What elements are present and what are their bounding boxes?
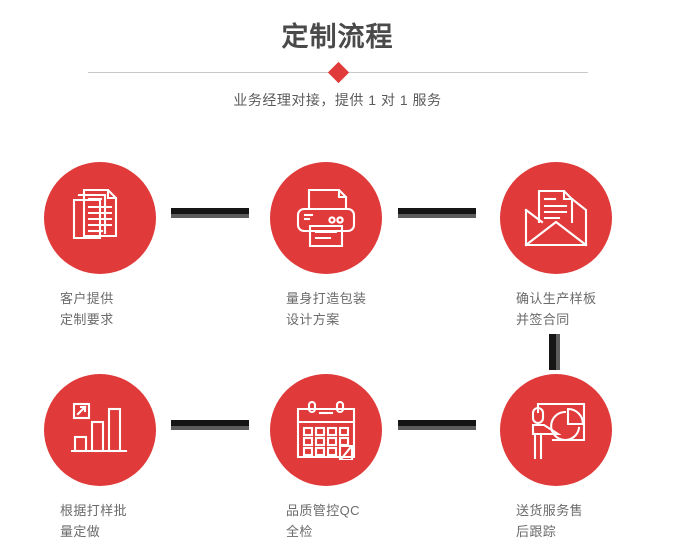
step-item-3[interactable]: 确认生产样板 并签合同 [500, 162, 675, 330]
step-2-circle[interactable] [270, 162, 382, 274]
step-3-circle[interactable] [500, 162, 612, 274]
step-1-circle[interactable] [44, 162, 156, 274]
title-divider [88, 61, 588, 84]
step-item-4[interactable]: 根据打样批 量定做 [44, 374, 224, 542]
page-subtitle: 业务经理对接，提供 1 对 1 服务 [233, 92, 442, 108]
step-item-2[interactable]: 量身打造包装 设计方案 [270, 162, 450, 330]
connector-bar-gray [171, 426, 249, 430]
step-item-1[interactable]: 客户提供 定制要求 [44, 162, 224, 330]
page-header: 定制流程 业务经理对接，提供 1 对 1 服务 [0, 0, 675, 140]
connector-bar-gray [398, 214, 476, 218]
connector-bar-dark [549, 334, 556, 370]
page-title: 定制流程 [281, 22, 394, 52]
step-item-5[interactable]: 品质管控QC 全检 [270, 374, 450, 542]
step-6-circle[interactable] [500, 374, 612, 486]
connector-bar-dark [171, 420, 249, 426]
connector-step4-step5 [171, 420, 249, 430]
step-5-circle[interactable] [270, 374, 382, 486]
diamond-icon [327, 61, 350, 84]
connector-bar-gray [556, 334, 560, 370]
step-5-label: 品质管控QC 全检 [286, 503, 360, 539]
step-item-6[interactable]: 送货服务售 后跟踪 [500, 374, 675, 542]
step-1-label: 客户提供 定制要求 [60, 291, 114, 327]
connector-bar-dark [398, 420, 476, 426]
connector-step3-step6 [549, 334, 560, 370]
step-3-label: 确认生产样板 并签合同 [516, 291, 597, 327]
connector-bar-gray [171, 214, 249, 218]
step-4-circle[interactable] [44, 374, 156, 486]
connector-bar-dark [398, 208, 476, 214]
connector-bar-gray [398, 426, 476, 430]
connector-bar-dark [171, 208, 249, 214]
step-2-label: 量身打造包装 设计方案 [286, 291, 367, 327]
step-6-label: 送货服务售 后跟踪 [516, 503, 584, 539]
connector-step2-step3 [398, 208, 476, 218]
connector-step1-step2 [171, 208, 249, 218]
connector-step5-step6 [398, 420, 476, 430]
process-steps: 客户提供 定制要求 量身打造包装 设计方案 [0, 150, 675, 550]
step-4-label: 根据打样批 量定做 [60, 503, 128, 539]
